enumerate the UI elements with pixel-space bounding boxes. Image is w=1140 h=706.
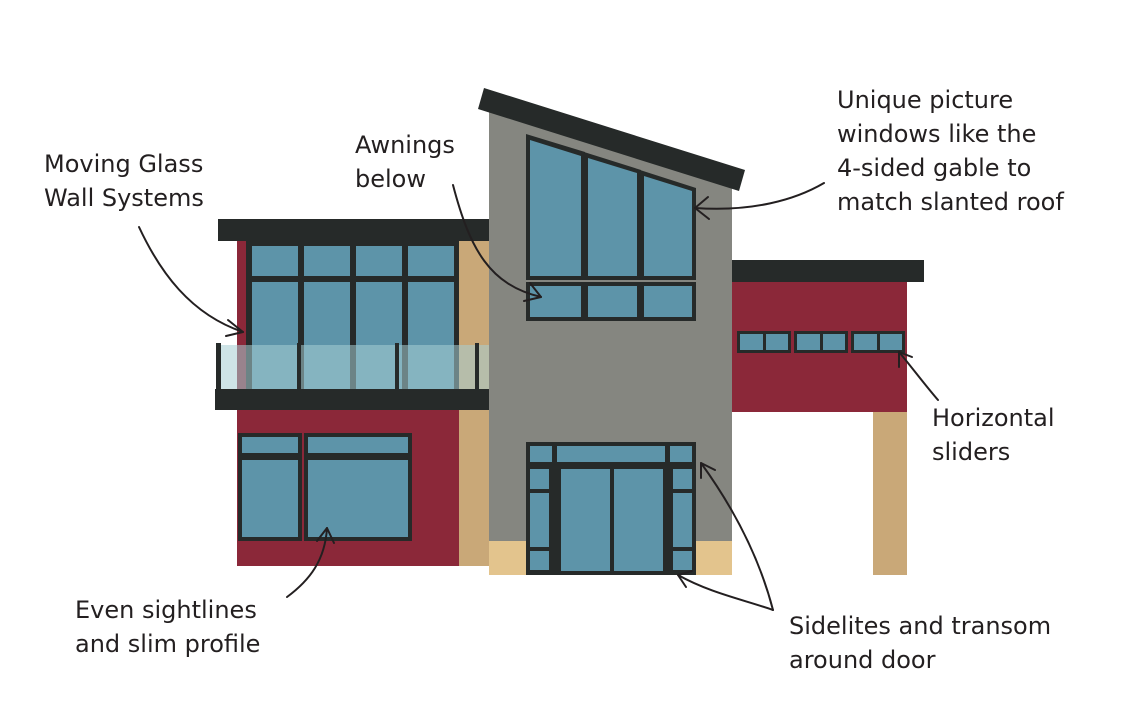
balcony-slab (215, 389, 492, 410)
horizontal-sliders-callout: Horizontal sliders (932, 401, 1055, 469)
slanted-roof (478, 88, 745, 191)
awnings-arrow (452, 184, 542, 302)
callout-line: Unique picture (837, 86, 1014, 114)
picture-windows-callout: Unique picture windows like the 4-sided … (837, 83, 1064, 219)
lower-left-windows (238, 433, 412, 541)
tower-base-right (695, 541, 732, 575)
transom (530, 446, 552, 462)
right-sidelite (673, 469, 692, 489)
awnings-callout: Awnings below (355, 128, 455, 196)
right-wing (730, 260, 924, 575)
callout-line: sliders (932, 438, 1011, 466)
callout-line: and slim profile (75, 630, 261, 658)
callout-line: Horizontal (932, 404, 1055, 432)
callout-line: Sidelites and transom (789, 612, 1052, 640)
right-wing-roof (730, 260, 924, 282)
picture-windows-arrow (694, 182, 825, 220)
right-support-post (873, 408, 907, 575)
balcony-railing (216, 343, 490, 395)
left-sidelite (530, 469, 549, 489)
horizontal-sliders-arrow (898, 351, 939, 401)
gable-picture-windows (526, 134, 696, 280)
center-tower (478, 88, 745, 575)
callout-line: windows like the (837, 120, 1037, 148)
even-sightlines-arrow (286, 527, 335, 598)
entry-door-assembly (526, 442, 696, 575)
left-wing (215, 219, 492, 566)
horizontal-slider-windows (737, 331, 905, 353)
moving-glass-callout: Moving Glass Wall Systems (44, 147, 204, 215)
callout-line: 4-sided gable to (837, 154, 1032, 182)
even-sightlines-callout: Even sightlines and slim profile (75, 593, 260, 661)
callout-line: match slanted roof (837, 188, 1064, 216)
callout-line: Even sightlines (75, 596, 257, 624)
sidelites-arrow (677, 462, 774, 611)
callout-line: Awnings (355, 131, 455, 159)
door-left-panel (561, 469, 610, 571)
callout-line: below (355, 165, 426, 193)
callout-line: Moving Glass (44, 150, 204, 178)
callout-line: Wall Systems (44, 184, 204, 212)
awning-windows (526, 282, 696, 321)
tower-base-left (489, 541, 529, 575)
door-right-panel (614, 469, 663, 571)
sidelites-callout: Sidelites and transom around door (789, 609, 1051, 677)
left-wing-roof (218, 219, 492, 241)
callout-line: around door (789, 646, 936, 674)
moving-glass-arrow (138, 226, 244, 337)
